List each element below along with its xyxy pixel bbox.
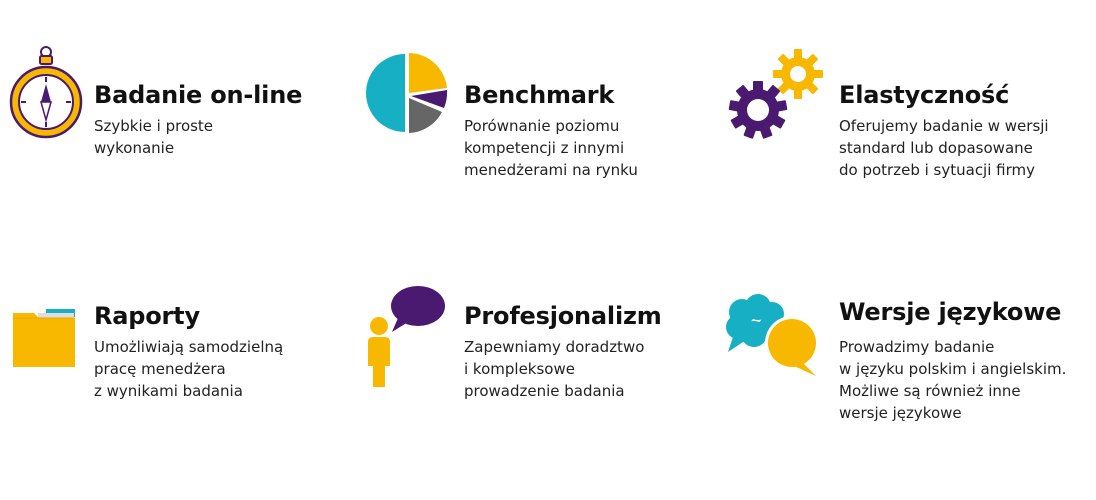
description-line: Możliwe są również inne — [839, 382, 1021, 400]
feature-description: Prowadzimy badanie w języku polskim i an… — [839, 336, 1066, 424]
description-line: z wynikami badania — [94, 382, 243, 400]
feature-title: Raporty — [94, 302, 200, 330]
description-line: kompetencji z innymi — [464, 139, 625, 157]
description-line: Szybkie i proste — [94, 117, 214, 135]
feature-description: Oferujemy badanie w wersji standard lub … — [839, 115, 1049, 181]
description-line: Porównanie poziomu — [464, 117, 620, 135]
description-line: Oferujemy badanie w wersji — [839, 117, 1049, 135]
feature-description: Umożliwiają samodzielną pracę menedżera … — [94, 336, 283, 402]
description-line: Umożliwiają samodzielną — [94, 338, 284, 356]
description-line: prowadzenie badania — [464, 382, 625, 400]
speech-bubbles-icon — [726, 294, 819, 376]
description-line: wykonanie — [94, 139, 175, 157]
feature-title: Profesjonalizm — [464, 302, 662, 330]
description-line: menedżerami na rynku — [464, 161, 638, 179]
feature-title: Elastyczność — [839, 81, 1010, 109]
description-line: Prowadzimy badanie — [839, 338, 995, 356]
folder-icon — [13, 309, 75, 367]
compass-icon — [9, 46, 83, 139]
speaking-person-icon — [368, 286, 445, 387]
description-line: do potrzeb i sytuacji firmy — [839, 161, 1036, 179]
feature-title: Badanie on-line — [94, 81, 303, 109]
description-line: i kompleksowe — [464, 360, 575, 378]
description-line: standard lub dopasowane — [839, 139, 1033, 157]
description-line: w języku polskim i angielskim. — [839, 360, 1067, 378]
feature-title: Benchmark — [464, 81, 615, 109]
feature-title: Wersje językowe — [839, 298, 1062, 326]
pie-chart-icon — [366, 53, 448, 133]
gears-icon — [728, 49, 823, 139]
feature-description: Szybkie i proste wykonanie — [94, 115, 213, 159]
description-line: pracę menedżera — [94, 360, 226, 378]
description-line: Zapewniamy doradztwo — [464, 338, 645, 356]
description-line: wersje językowe — [839, 404, 962, 422]
feature-description: Porównanie poziomu kompetencji z innymi … — [464, 115, 638, 181]
feature-description: Zapewniamy doradztwo i kompleksowe prowa… — [464, 336, 644, 402]
